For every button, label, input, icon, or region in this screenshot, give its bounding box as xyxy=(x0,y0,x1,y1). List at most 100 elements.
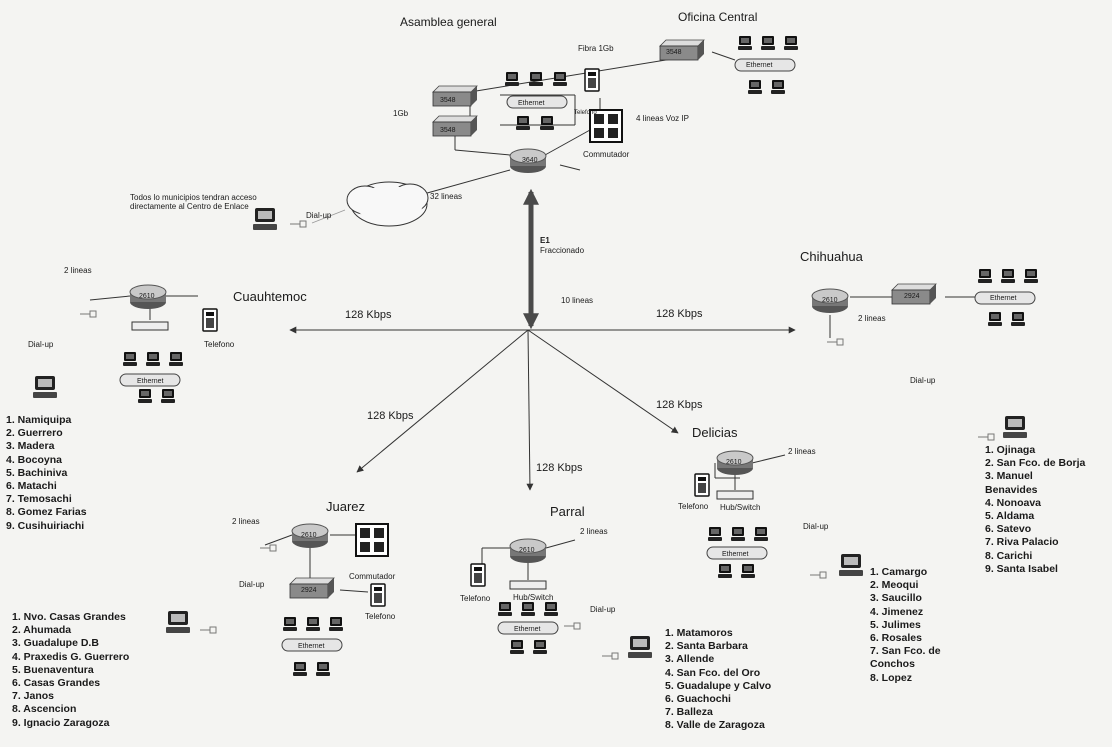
speed-delicias: 128 Kbps xyxy=(656,399,703,411)
list-item: 9. Ignacio Zaragoza xyxy=(12,716,110,729)
cuauhtemoc-municipios: 1. Namiquipa 2. Guerrero 3. Madera 4. Bo… xyxy=(6,414,87,533)
list-item: 8. Carichi xyxy=(985,549,1033,562)
switch-label: 2924 xyxy=(904,293,920,300)
parral-municipios: 1. Matamoros 2. Santa Barbara 3. Allende… xyxy=(665,627,771,733)
speed-parral: 128 Kbps xyxy=(536,462,583,474)
delicias-lineas: 2 lineas xyxy=(788,447,816,456)
switch-label: 3548 xyxy=(440,127,456,134)
list-item: 8. Valle de Zaragoza xyxy=(665,719,765,732)
fraccionado-label: Fraccionado xyxy=(540,246,585,255)
list-item: 2. Guerrero xyxy=(6,427,63,440)
list-item: 7. Balleza xyxy=(665,706,713,719)
list-item: 2. Ahumada xyxy=(12,624,72,637)
list-item: 7. Janos xyxy=(12,690,55,703)
computer-juarez-icon xyxy=(166,611,190,633)
list-item: 1. Namiquipa xyxy=(6,414,72,426)
e1-label: E1 xyxy=(540,236,550,245)
switch-label: 2924 xyxy=(301,587,317,594)
delicias-dialup: Dial-up xyxy=(803,522,829,531)
dialup-top-label: Dial-up xyxy=(306,211,332,220)
list-item: 4. Praxedis G. Guerrero xyxy=(12,650,130,663)
list-item: 5. Julimes xyxy=(870,618,921,631)
parral-title: Parral xyxy=(550,504,585,519)
chihuahua-municipios: 1. Ojinaga 2. San Fco. de Borja 3. Manue… xyxy=(985,444,1110,576)
juarez-commutador: Commutador xyxy=(349,572,396,581)
lineas32-label: 32 lineas xyxy=(430,192,463,201)
ethernet-label: Ethernet xyxy=(514,626,541,633)
ethernet-label: Ethernet xyxy=(298,643,325,650)
fibra-label: Fibra 1Gb xyxy=(578,44,614,53)
commutador-top-label: Commutador xyxy=(583,150,630,159)
ethernet-label: Ethernet xyxy=(137,378,164,385)
ethernet-label: Ethernet xyxy=(990,295,1017,302)
phone-top-icon xyxy=(584,68,600,92)
list-item: 3. Allende xyxy=(665,653,715,666)
list-item: 5. Guadalupe y Calvo xyxy=(665,679,772,692)
list-item: 7. San Fco. de Conchos xyxy=(870,645,941,671)
juarez-title: Juarez xyxy=(326,499,366,514)
router-label: 2610 xyxy=(301,532,317,539)
list-item: 4. San Fco. del Oro xyxy=(665,666,761,679)
parral-dialup: Dial-up xyxy=(590,605,616,614)
router-label: 2610 xyxy=(726,459,742,466)
list-item: 5. Bachiniva xyxy=(6,466,68,479)
list-item: 4. Bocoyna xyxy=(6,453,63,466)
list-item: 1. Ojinaga xyxy=(985,444,1036,456)
ethernet-label: Ethernet xyxy=(746,62,773,69)
gb-label: 1Gb xyxy=(393,109,409,118)
juarez-lineas: 2 lineas xyxy=(232,517,260,526)
list-item: 9. Cusihuiriachi xyxy=(6,519,85,532)
router-label: 2610 xyxy=(139,293,155,300)
chihuahua-title: Chihuahua xyxy=(800,249,863,264)
juarez-municipios: 1. Nvo. Casas Grandes 2. Ahumada 3. Guad… xyxy=(12,611,129,730)
switch-label: 3548 xyxy=(440,97,456,104)
list-item: 5. Buenaventura xyxy=(12,663,94,676)
list-item: 8. Ascencion xyxy=(12,703,77,716)
ethernet-label: Ethernet xyxy=(518,100,545,107)
router-label: 2610 xyxy=(519,547,535,554)
chihuahua-lineas: 2 lineas xyxy=(858,314,886,323)
list-item: 8. Lopez xyxy=(870,671,913,684)
speed-chihuahua: 128 Kbps xyxy=(656,308,703,320)
list-item: 6. Matachi xyxy=(6,480,57,493)
hub-label: Hub/Switch xyxy=(720,503,761,512)
todos-label: Todos lo municipios tendran acceso direc… xyxy=(130,193,257,211)
hub-label: Hub/Switch xyxy=(513,593,554,602)
speed-cuauhtemoc: 128 Kbps xyxy=(345,309,392,321)
asamblea-title: Asamblea general xyxy=(400,15,497,29)
juarez-dialup: Dial-up xyxy=(239,580,265,589)
list-item: 6. Satevo xyxy=(985,523,1032,536)
list-item: 3. Guadalupe D.B xyxy=(12,637,99,650)
speed-juarez: 128 Kbps xyxy=(367,410,414,422)
list-item: 6. Rosales xyxy=(870,632,922,645)
switch-label: 3548 xyxy=(666,49,682,56)
list-item: 2. Santa Barbara xyxy=(665,640,748,653)
list-item: 3. Manuel Benavides xyxy=(985,470,1038,496)
delicias-telefono: Telefono xyxy=(678,502,709,511)
computer-delicias-icon xyxy=(839,554,863,576)
ethernet-label: Ethernet xyxy=(722,551,749,558)
chihuahua-dialup: Dial-up xyxy=(910,376,936,385)
computer-cuauhtemoc-icon xyxy=(33,376,57,398)
juarez-telefono: Telefono xyxy=(365,612,396,621)
oficina-title: Oficina Central xyxy=(678,10,758,24)
wan-links xyxy=(289,326,796,491)
list-item: 4. Jimenez xyxy=(870,605,924,618)
list-item: 1. Camargo xyxy=(870,566,928,578)
computer-chihuahua-icon xyxy=(1003,416,1027,438)
link-juarez xyxy=(356,329,529,473)
list-item: 9. Santa Isabel xyxy=(985,562,1058,575)
list-item: 2. San Fco. de Borja xyxy=(985,457,1086,470)
list-item: 5. Aldama xyxy=(985,510,1035,523)
asamblea-lan xyxy=(419,51,736,196)
voz-label: 4 lineas Voz IP xyxy=(636,114,689,123)
router-label: 2610 xyxy=(822,297,838,304)
cuauhtemoc-title: Cuauhtemoc xyxy=(233,289,307,304)
list-item: 6. Casas Grandes xyxy=(12,677,101,690)
telefono-top-label: Telefono xyxy=(574,110,597,116)
list-item: 6. Guachochi xyxy=(665,693,731,706)
parral-telefono: Telefono xyxy=(460,594,491,603)
cuauhtemoc-telefono: Telefono xyxy=(204,340,235,349)
list-item: 3. Madera xyxy=(6,440,55,453)
router-label: 3640 xyxy=(522,157,538,164)
